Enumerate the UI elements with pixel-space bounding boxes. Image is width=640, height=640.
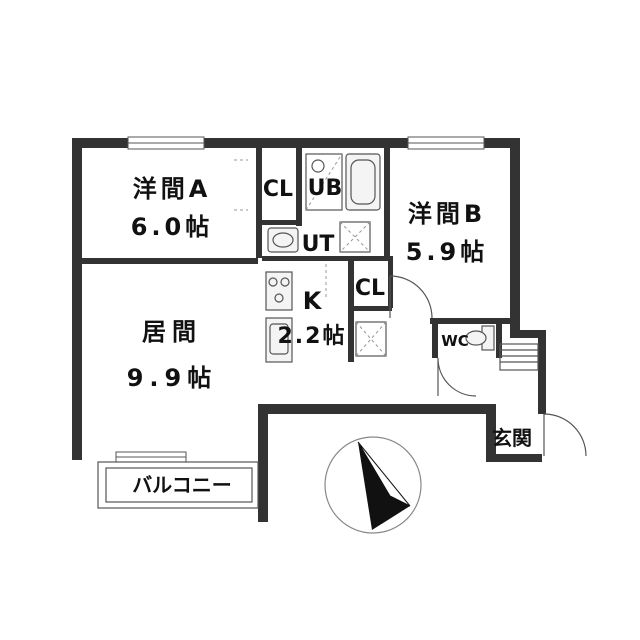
room-living-size: 9.9帖 [127,364,218,392]
balcony-label: バルコニー [132,473,232,497]
closet-b-label: CL [355,276,385,301]
room-western-b-size: 5.9帖 [406,238,489,266]
room-western-b-name: 洋間B [408,200,486,228]
toilet-fixture [465,325,495,351]
doors [234,159,587,457]
washing-machine-space [339,221,371,253]
balcony [97,461,259,509]
utility-label: UT [302,232,335,257]
entrance-label: 玄関 [492,426,532,450]
room-living-name: 居間 [142,318,202,346]
room-kitchen-name: K [303,287,323,315]
bathtub [345,153,381,211]
labels: 洋間A 6.0帖 洋間B 5.9帖 居間 9.9帖 K 2.2帖 CL UB U… [127,175,532,497]
refrigerator-space [355,321,387,357]
unit-bath-label: UB [308,176,343,201]
room-western-a-name: 洋間A [133,175,212,203]
washbasin [267,227,299,253]
exterior-walls [72,138,546,522]
closet-a-label: CL [263,177,293,202]
room-western-a-size: 6.0帖 [131,213,214,241]
kitchen-sink [265,317,293,363]
stove [265,271,293,311]
compass-north-arrow-icon [324,436,422,534]
entrance-step [499,343,539,371]
toilet-label: WC [441,332,469,350]
room-kitchen-size: 2.2帖 [278,324,347,349]
bath-wash-area [305,153,343,211]
